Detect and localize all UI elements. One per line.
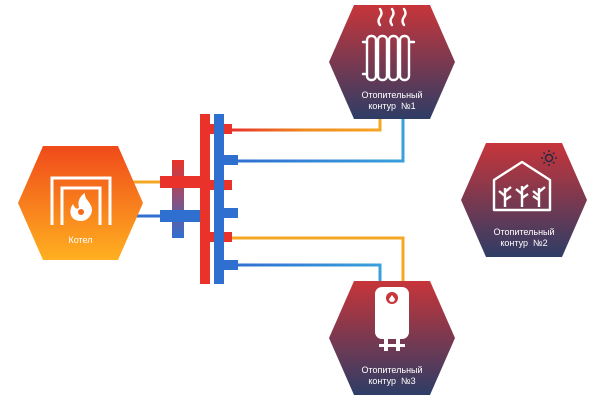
pipes-circuit-3: [232, 236, 405, 282]
circuit-1-label: Отопительный контур №1: [354, 90, 430, 112]
circuit-3-label-line2: контур №3: [368, 376, 416, 386]
sun-icon: [541, 150, 557, 166]
water-heater-icon: [375, 287, 409, 351]
circuit-3-node[interactable]: [329, 281, 455, 395]
circuit-2-label: Отопительный контур №2: [486, 227, 562, 249]
boiler-label: Котел: [68, 235, 93, 245]
pipes-circuit-1: [232, 118, 405, 163]
pipes-circuit-2: [232, 184, 470, 215]
circuit-3-label: Отопительный контур №3: [354, 365, 430, 387]
radiator-icon: [361, 7, 416, 82]
circuit-3-label-line1: Отопительный: [361, 365, 423, 375]
cold-manifold: [214, 114, 238, 284]
boiler-node[interactable]: [18, 146, 143, 260]
circuit-2-label-line2: контур №2: [500, 238, 548, 248]
circuit-2-label-line1: Отопительный: [493, 227, 555, 237]
circuit-2-node[interactable]: [461, 143, 587, 257]
circuit-1-node[interactable]: [329, 5, 455, 119]
greenhouse-icon: [492, 160, 552, 212]
circuit-1-label-line2: контур №1: [368, 101, 416, 111]
boiler-flame-icon: [50, 176, 112, 225]
circuit-1-label-line1: Отопительный: [361, 90, 423, 100]
hydraulic-separator: [160, 160, 200, 238]
